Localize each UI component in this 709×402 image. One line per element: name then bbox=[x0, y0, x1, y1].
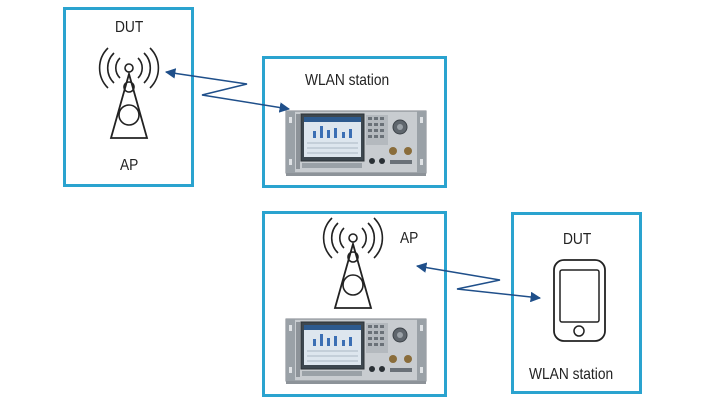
smartphone-icon bbox=[553, 259, 606, 342]
radio-tester-icon bbox=[285, 110, 427, 177]
dut-label: DUT bbox=[115, 19, 144, 36]
wlan-station-label: WLAN station bbox=[529, 366, 614, 383]
antenna-tower-icon bbox=[322, 217, 384, 309]
dut-label: DUT bbox=[563, 231, 592, 248]
ap-label: AP bbox=[400, 230, 419, 247]
antenna-tower-icon bbox=[98, 47, 160, 139]
ap-label: AP bbox=[120, 157, 139, 174]
wlan-station-label: WLAN station bbox=[305, 72, 390, 89]
radio-tester-icon bbox=[285, 318, 427, 385]
wireless-link-arrow bbox=[164, 68, 291, 113]
wireless-link-arrow bbox=[415, 262, 542, 303]
